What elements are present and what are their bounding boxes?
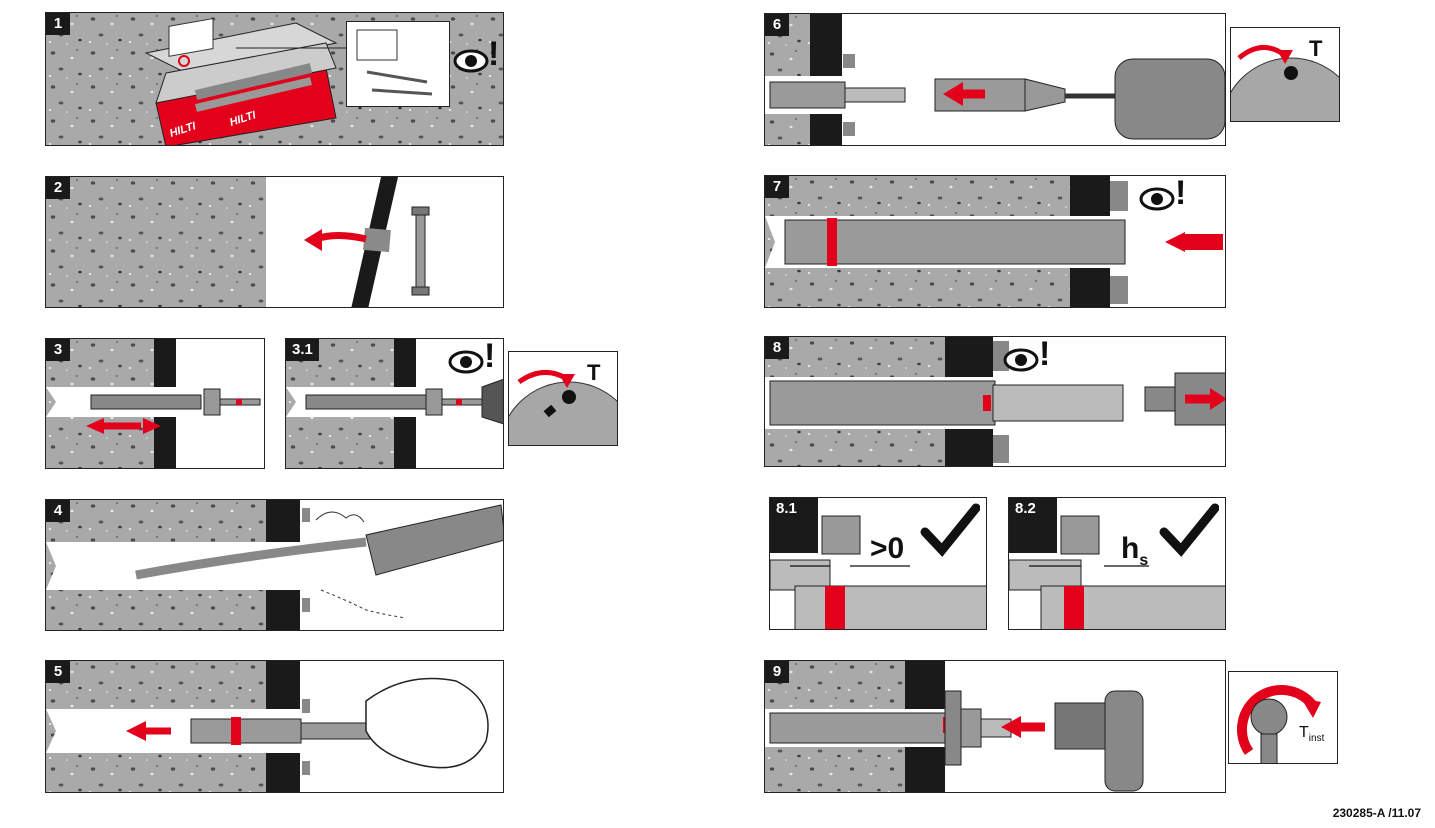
drill-bit-selection xyxy=(46,177,504,308)
anchor-insertion-illustration xyxy=(46,661,504,793)
step-number: 1 xyxy=(46,13,70,35)
hole-cleaning-illustration xyxy=(46,500,504,631)
step-2-panel: 2 xyxy=(45,176,504,308)
step-number: 5 xyxy=(46,661,70,683)
step-number: 8 xyxy=(765,337,789,359)
document-reference: 230285-A /11.07 xyxy=(1333,806,1421,820)
drill-mode-inset: T xyxy=(508,351,618,446)
step-8-panel: 8 ! xyxy=(764,336,1226,467)
step-8-2-panel: 8.2 hs xyxy=(1008,497,1226,630)
drilling-illustration xyxy=(46,339,265,469)
step-3-1-panel: 3.1 ! xyxy=(285,338,504,469)
step-number: 6 xyxy=(765,14,789,36)
step-1-panel: HILTI HILTI 1 ! xyxy=(45,12,504,146)
step-number: 3.1 xyxy=(286,339,319,361)
step-9-panel: 9 xyxy=(764,660,1226,793)
hammer-drill-mode-icon: T xyxy=(587,360,600,386)
step-number: 2 xyxy=(46,177,70,199)
step-number: 8.2 xyxy=(1009,498,1042,520)
gap-label: >0 xyxy=(870,532,904,566)
exclamation-icon: ! xyxy=(1039,336,1050,374)
step-number: 3 xyxy=(46,339,70,361)
step-number: 7 xyxy=(765,176,789,198)
checkmark-icon xyxy=(920,502,980,562)
step-number: 9 xyxy=(765,661,789,683)
step-5-panel: 5 xyxy=(45,660,504,793)
step-number: 8.1 xyxy=(770,498,803,520)
setting-tool-illustration xyxy=(765,14,1226,146)
torque-wrench-icon xyxy=(1229,672,1338,764)
checkmark-icon xyxy=(1159,502,1219,562)
step-7-panel: 7 ! xyxy=(764,175,1226,308)
step-3-panel: 3 xyxy=(45,338,265,469)
step-4-panel: 4 xyxy=(45,499,504,631)
torque-inset: Tinst xyxy=(1228,671,1338,764)
torque-label: Tinst xyxy=(1299,724,1324,744)
step-8-1-panel: 8.1 >0 xyxy=(769,497,987,630)
step-6-panel: 6 xyxy=(764,13,1226,146)
tool-removal-illustration xyxy=(765,337,1226,467)
hs-label: hs xyxy=(1121,532,1148,570)
tightening-illustration xyxy=(765,661,1226,793)
exclamation-icon: ! xyxy=(488,35,499,74)
exclamation-icon: ! xyxy=(484,338,495,376)
instruction-leaflet-inset xyxy=(346,21,450,107)
step-number: 4 xyxy=(46,500,70,522)
rotation-stop-inset: T xyxy=(1230,27,1340,122)
hammer-drill-mode-icon: T xyxy=(1309,36,1322,62)
exclamation-icon: ! xyxy=(1175,175,1186,213)
